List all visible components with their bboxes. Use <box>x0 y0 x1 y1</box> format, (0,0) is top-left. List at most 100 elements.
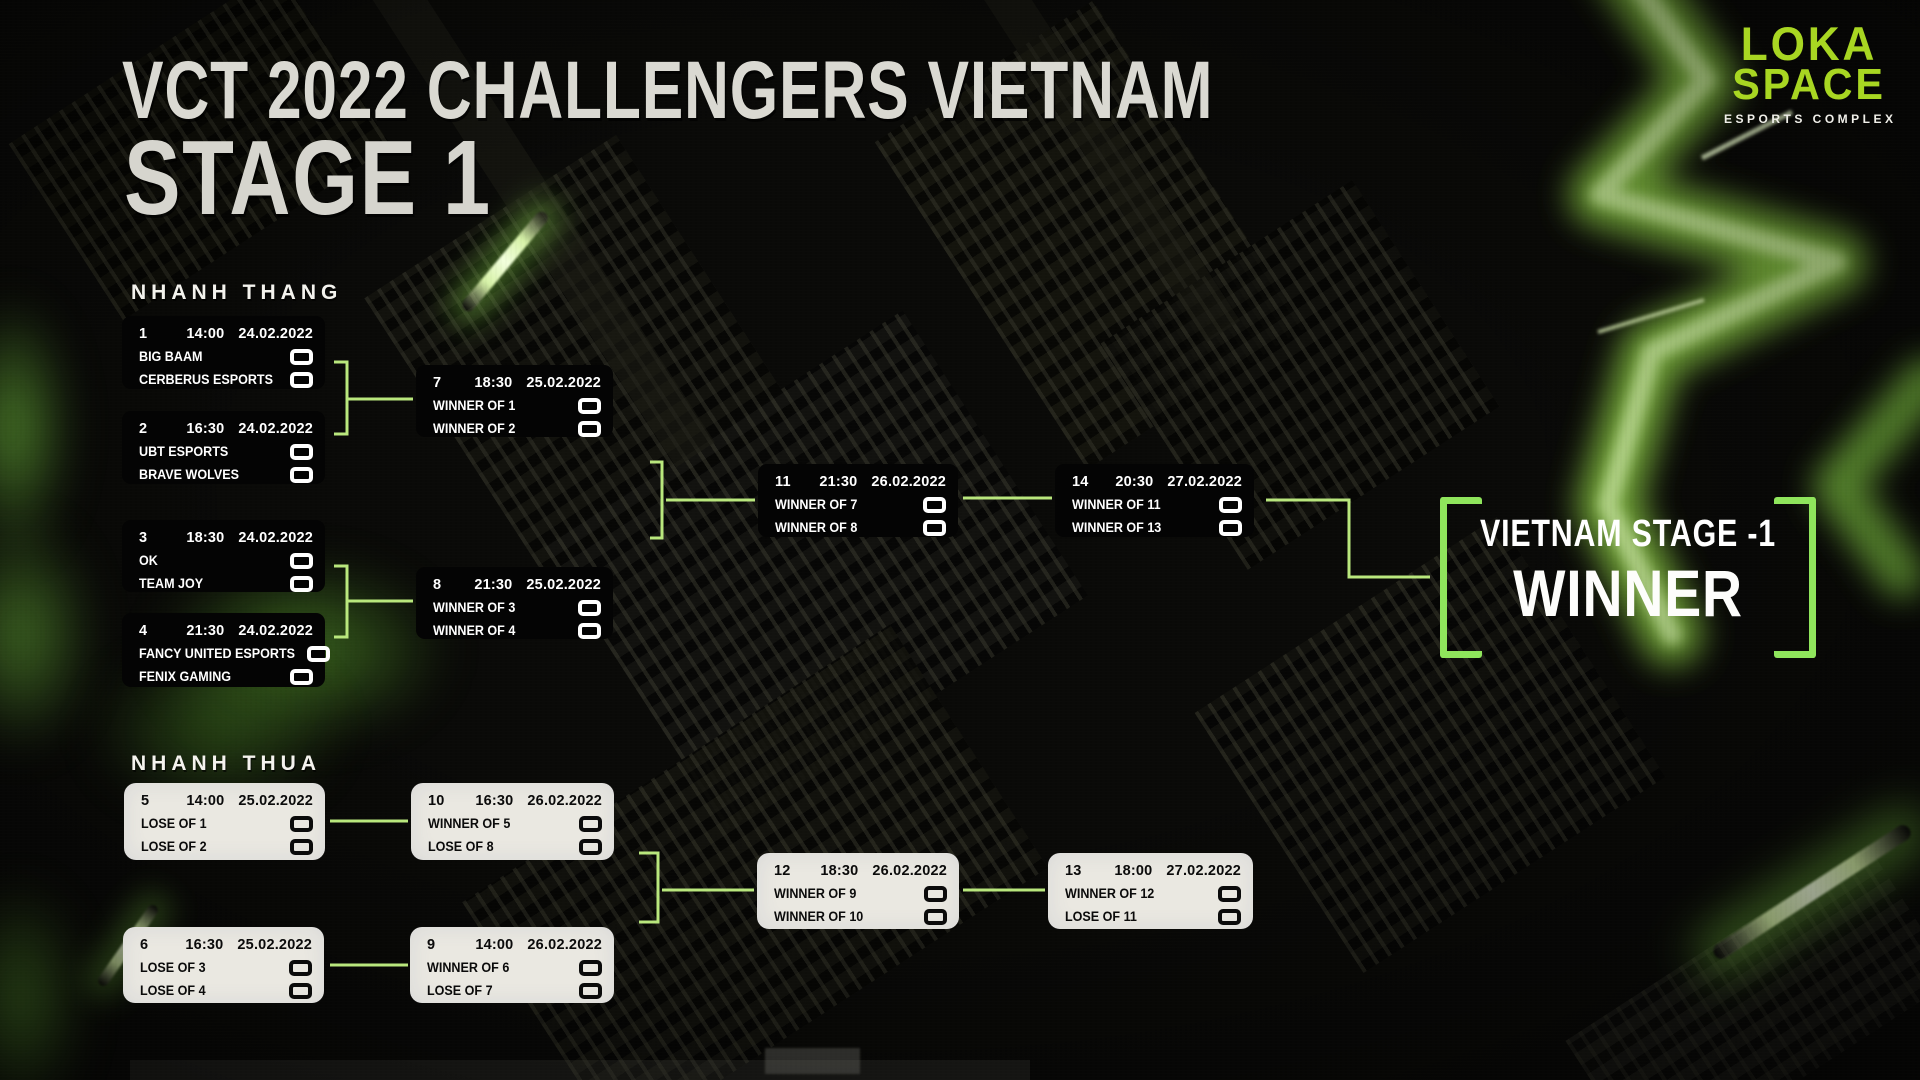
match-time: 18:00 <box>1114 862 1153 879</box>
score-chip: 0 <box>578 420 601 437</box>
winner-box: VIETNAM STAGE -1 WINNER <box>1440 497 1816 658</box>
lower-bracket-label: NHANH THUA <box>131 752 321 775</box>
match-date: 26.02.2022 <box>527 792 602 809</box>
match-time: 14:00 <box>186 792 225 809</box>
score-chip: 0 <box>290 552 313 569</box>
score-chip: 0 <box>579 959 602 976</box>
winner-bracket-right <box>1774 497 1816 658</box>
loka-space-logo: LOKA SPACE ESPORTS COMPLEX <box>1724 17 1894 126</box>
team-name: UBT ESPORTS <box>139 444 229 459</box>
score-chip: 0 <box>579 815 602 832</box>
event-title: VCT 2022 CHALLENGERS VIETNAM <box>122 45 1214 136</box>
match-date: 24.02.2022 <box>238 529 313 546</box>
match-time: 14:00 <box>186 325 225 342</box>
score-chip: 0 <box>290 466 313 483</box>
score-chip: 0 <box>1219 496 1242 513</box>
match-number: 4 <box>139 622 148 639</box>
match-card-2: 2 16:30 24.02.2022 UBT ESPORTS 0 BRAVE WOLV… <box>122 411 325 484</box>
team-name: FANCY UNITED ESPORTS <box>139 646 296 661</box>
match-time: 16:30 <box>186 420 225 437</box>
team-name: BRAVE WOLVES <box>139 467 239 482</box>
winner-bracket-left <box>1440 497 1482 658</box>
team-name: WINNER OF 1 <box>433 398 516 413</box>
match-card-10: 10 16:30 26.02.2022 WINNER OF 5 0 LOSE OF 8… <box>411 783 614 860</box>
score-chip: 0 <box>923 519 946 536</box>
team-name: LOSE OF 3 <box>140 960 206 975</box>
match-number: 10 <box>428 792 445 809</box>
team-name: WINNER OF 4 <box>433 623 516 638</box>
match-date: 24.02.2022 <box>238 622 313 639</box>
team-name: WINNER OF 12 <box>1065 886 1155 901</box>
match-number: 9 <box>427 936 436 953</box>
team-name: WINNER OF 5 <box>428 816 511 831</box>
match-time: 14:00 <box>475 936 514 953</box>
team-name: LOSE OF 4 <box>140 983 206 998</box>
team-name: LOSE OF 8 <box>428 839 494 854</box>
team-name: BIG BAAM <box>139 349 203 364</box>
score-chip: 0 <box>290 575 313 592</box>
match-number: 6 <box>140 936 149 953</box>
match-number: 3 <box>139 529 148 546</box>
match-number: 14 <box>1072 473 1089 490</box>
match-number: 1 <box>139 325 148 342</box>
team-name: OK <box>139 553 158 568</box>
team-name: WINNER OF 13 <box>1072 520 1162 535</box>
team-name: WINNER OF 8 <box>775 520 858 535</box>
match-number: 5 <box>141 792 150 809</box>
score-chip: 0 <box>579 838 602 855</box>
team-name: WINNER OF 6 <box>427 960 510 975</box>
score-chip: 0 <box>924 908 947 925</box>
team-name: LOSE OF 11 <box>1065 909 1137 924</box>
match-time: 18:30 <box>186 529 225 546</box>
score-chip: 0 <box>1219 519 1242 536</box>
match-card-3: 3 18:30 24.02.2022 OK 0 TEAM JOY 0 <box>122 520 325 592</box>
match-number: 2 <box>139 420 148 437</box>
match-date: 26.02.2022 <box>871 473 946 490</box>
score-chip: 0 <box>923 496 946 513</box>
score-chip: 0 <box>290 371 313 388</box>
team-name: LOSE OF 7 <box>427 983 493 998</box>
score-chip: 0 <box>290 838 313 855</box>
match-date: 24.02.2022 <box>238 325 313 342</box>
upper-bracket-label: NHANH THANG <box>131 281 343 304</box>
team-name: TEAM JOY <box>139 576 204 591</box>
team-name: LOSE OF 2 <box>141 839 207 854</box>
team-name: WINNER OF 3 <box>433 600 516 615</box>
team-name: LOSE OF 1 <box>141 816 207 831</box>
score-chip: 0 <box>306 645 330 662</box>
team-name: WINNER OF 11 <box>1072 497 1161 512</box>
match-time: 16:30 <box>475 792 514 809</box>
logo-line-bottom: SPACE <box>1732 60 1886 110</box>
score-chip: 0 <box>290 348 313 365</box>
score-chip: 0 <box>290 668 313 685</box>
match-number: 7 <box>433 374 442 391</box>
team-name: WINNER OF 9 <box>774 886 857 901</box>
match-time: 18:30 <box>474 374 513 391</box>
logo-line-top: LOKA <box>1740 17 1878 70</box>
match-time: 21:30 <box>474 576 513 593</box>
score-chip: 0 <box>290 443 313 460</box>
match-time: 21:30 <box>819 473 858 490</box>
match-number: 8 <box>433 576 442 593</box>
match-time: 20:30 <box>1115 473 1154 490</box>
match-date: 24.02.2022 <box>238 420 313 437</box>
match-date: 25.02.2022 <box>237 936 312 953</box>
winner-title: VIETNAM STAGE -1 <box>1480 513 1776 555</box>
match-time: 16:30 <box>185 936 224 953</box>
match-date: 25.02.2022 <box>526 576 601 593</box>
score-chip: 0 <box>289 982 312 999</box>
match-date: 26.02.2022 <box>527 936 602 953</box>
team-name: FENIX GAMING <box>139 669 232 684</box>
match-date: 25.02.2022 <box>526 374 601 391</box>
